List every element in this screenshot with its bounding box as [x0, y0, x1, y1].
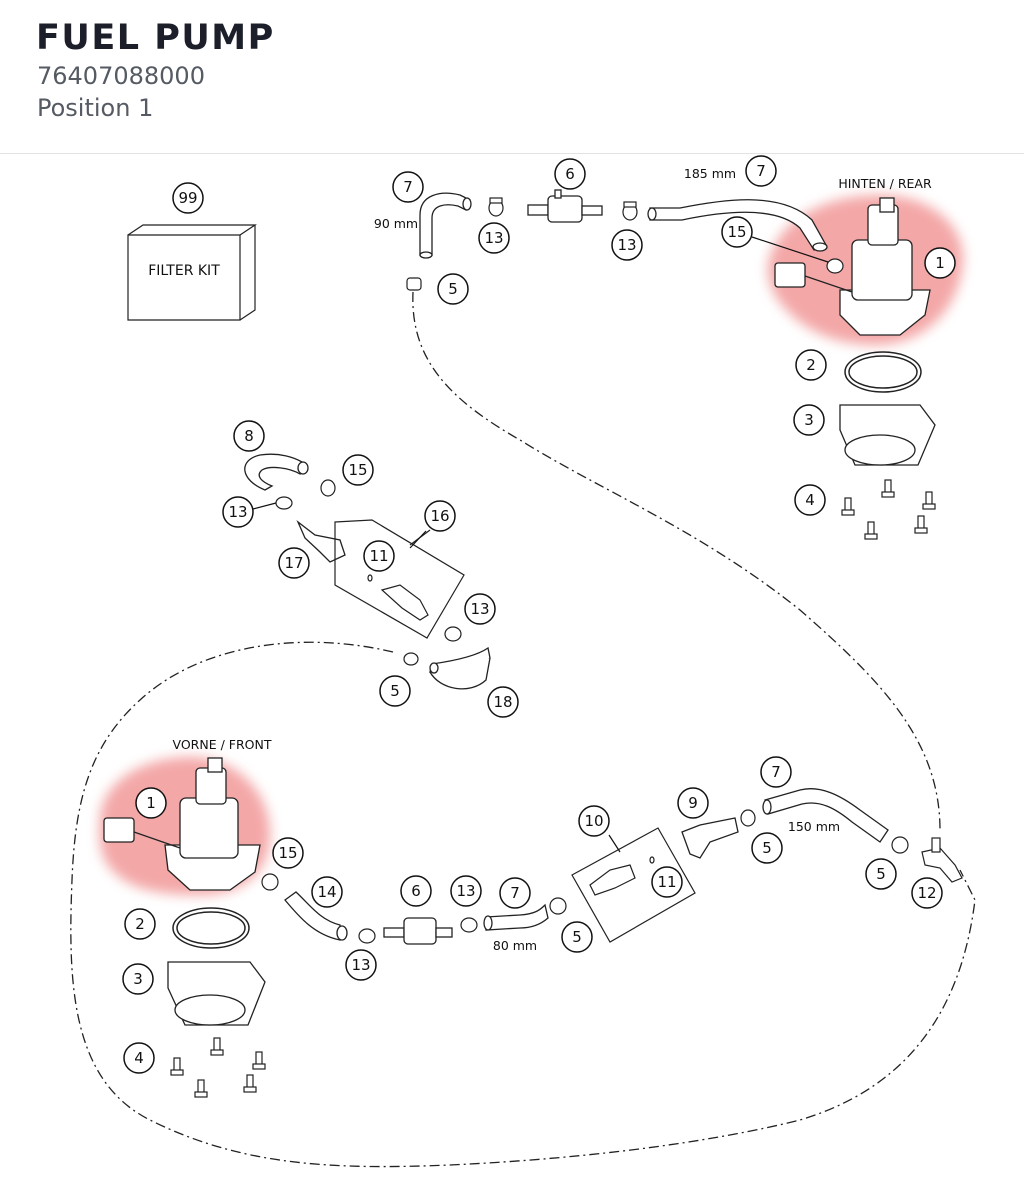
position-label: Position 1 — [37, 94, 154, 122]
callout-3: 3 — [804, 411, 814, 429]
filter-kit-label: FILTER KIT — [148, 263, 220, 279]
clamp-15-mid — [320, 479, 336, 497]
screws-4-front — [170, 1037, 266, 1098]
fuel-valve-6-bottom — [383, 917, 453, 945]
o-ring-2-front — [172, 907, 250, 949]
callout-1: 1 — [146, 794, 156, 812]
fitting-17 — [296, 519, 346, 563]
clamp-5-right — [740, 809, 909, 854]
clamps-13-5-mid — [403, 626, 462, 666]
callout-15: 15 — [727, 223, 746, 241]
callout-7: 7 — [510, 884, 520, 902]
dim-80mm: 80 mm — [493, 938, 537, 953]
rear-label: HINTEN / REAR — [838, 176, 932, 191]
dim-90mm: 90 mm — [374, 216, 418, 231]
callout-13: 13 — [351, 956, 370, 974]
fuel-line-front — [70, 641, 976, 1168]
callout-15: 15 — [278, 844, 297, 862]
callout-7: 7 — [403, 178, 413, 196]
callout-11: 11 — [369, 547, 388, 565]
dim-150mm: 150 mm — [788, 819, 840, 834]
clamp-15-rear — [826, 258, 844, 274]
callout-14: 14 — [317, 883, 336, 901]
hose-7-150mm — [762, 788, 889, 843]
callout-5: 5 — [390, 682, 400, 700]
callout-7: 7 — [756, 162, 766, 180]
hose-clamp — [488, 197, 638, 221]
callout-13: 13 — [484, 229, 503, 247]
hose-7-80mm — [483, 903, 549, 931]
callout-5: 5 — [876, 865, 886, 883]
filter-kit-box — [127, 224, 257, 321]
clamp-13-bottom — [358, 917, 478, 944]
callout-15: 15 — [348, 461, 367, 479]
leader-lines — [252, 236, 829, 853]
callout-11: 11 — [657, 873, 676, 891]
front-fuel-pump — [103, 757, 261, 891]
callout-4: 4 — [805, 491, 815, 509]
o-ring-2-rear — [844, 351, 922, 393]
clamp-15-front — [261, 873, 279, 891]
hose-18 — [429, 646, 491, 690]
fitting-9 — [681, 817, 739, 859]
callout-5: 5 — [572, 928, 582, 946]
callout-7: 7 — [771, 763, 781, 781]
callout-6: 6 — [565, 165, 575, 183]
callout-13: 13 — [456, 882, 475, 900]
connector-5-top — [406, 277, 422, 291]
callout-5: 5 — [448, 280, 458, 298]
bracket-3-front — [167, 961, 266, 1026]
front-label: VORNE / FRONT — [173, 737, 272, 752]
fuel-line — [412, 291, 941, 831]
callout-13: 13 — [470, 600, 489, 618]
rear-fuel-pump — [774, 197, 931, 336]
callout-4: 4 — [134, 1049, 144, 1067]
kit-10-box — [571, 827, 696, 943]
fuel-valve-6 — [527, 189, 603, 223]
page-title: FUEL PUMP — [36, 18, 275, 58]
callout-2: 2 — [135, 915, 145, 933]
bracket-3-rear — [839, 404, 936, 466]
callout-13: 13 — [228, 503, 247, 521]
page-header: FUEL PUMP 76407088000 Position 1 — [0, 0, 1024, 154]
clamp-5-bottom — [549, 897, 567, 915]
hose-7-185mm — [647, 199, 828, 252]
valve-11-mid — [367, 574, 429, 621]
dim-185mm: 185 mm — [684, 166, 736, 181]
callout-12: 12 — [917, 884, 936, 902]
callout-1: 1 — [935, 254, 945, 272]
hose-8 — [244, 453, 309, 491]
callout-18: 18 — [493, 693, 512, 711]
callout-10: 10 — [584, 812, 603, 830]
hose-7-90mm — [419, 192, 472, 259]
callout-3: 3 — [133, 970, 143, 988]
screws-4-rear — [841, 479, 936, 540]
clamp-13-mid — [275, 496, 293, 510]
callout-99: 99 — [178, 189, 197, 207]
callout-13: 13 — [617, 236, 636, 254]
callout-6: 6 — [411, 882, 421, 900]
kit-16-box — [334, 519, 465, 639]
callout-16: 16 — [430, 507, 449, 525]
part-number: 76407088000 — [37, 62, 205, 90]
callout-17: 17 — [284, 554, 303, 572]
callout-5: 5 — [762, 839, 772, 857]
callout-2: 2 — [806, 356, 816, 374]
callout-8: 8 — [244, 427, 254, 445]
hose-14 — [284, 891, 348, 941]
tee-fitting-12 — [921, 837, 963, 883]
callouts — [122, 155, 956, 1074]
valve-11-bottom — [589, 856, 655, 896]
callout-9: 9 — [688, 794, 698, 812]
